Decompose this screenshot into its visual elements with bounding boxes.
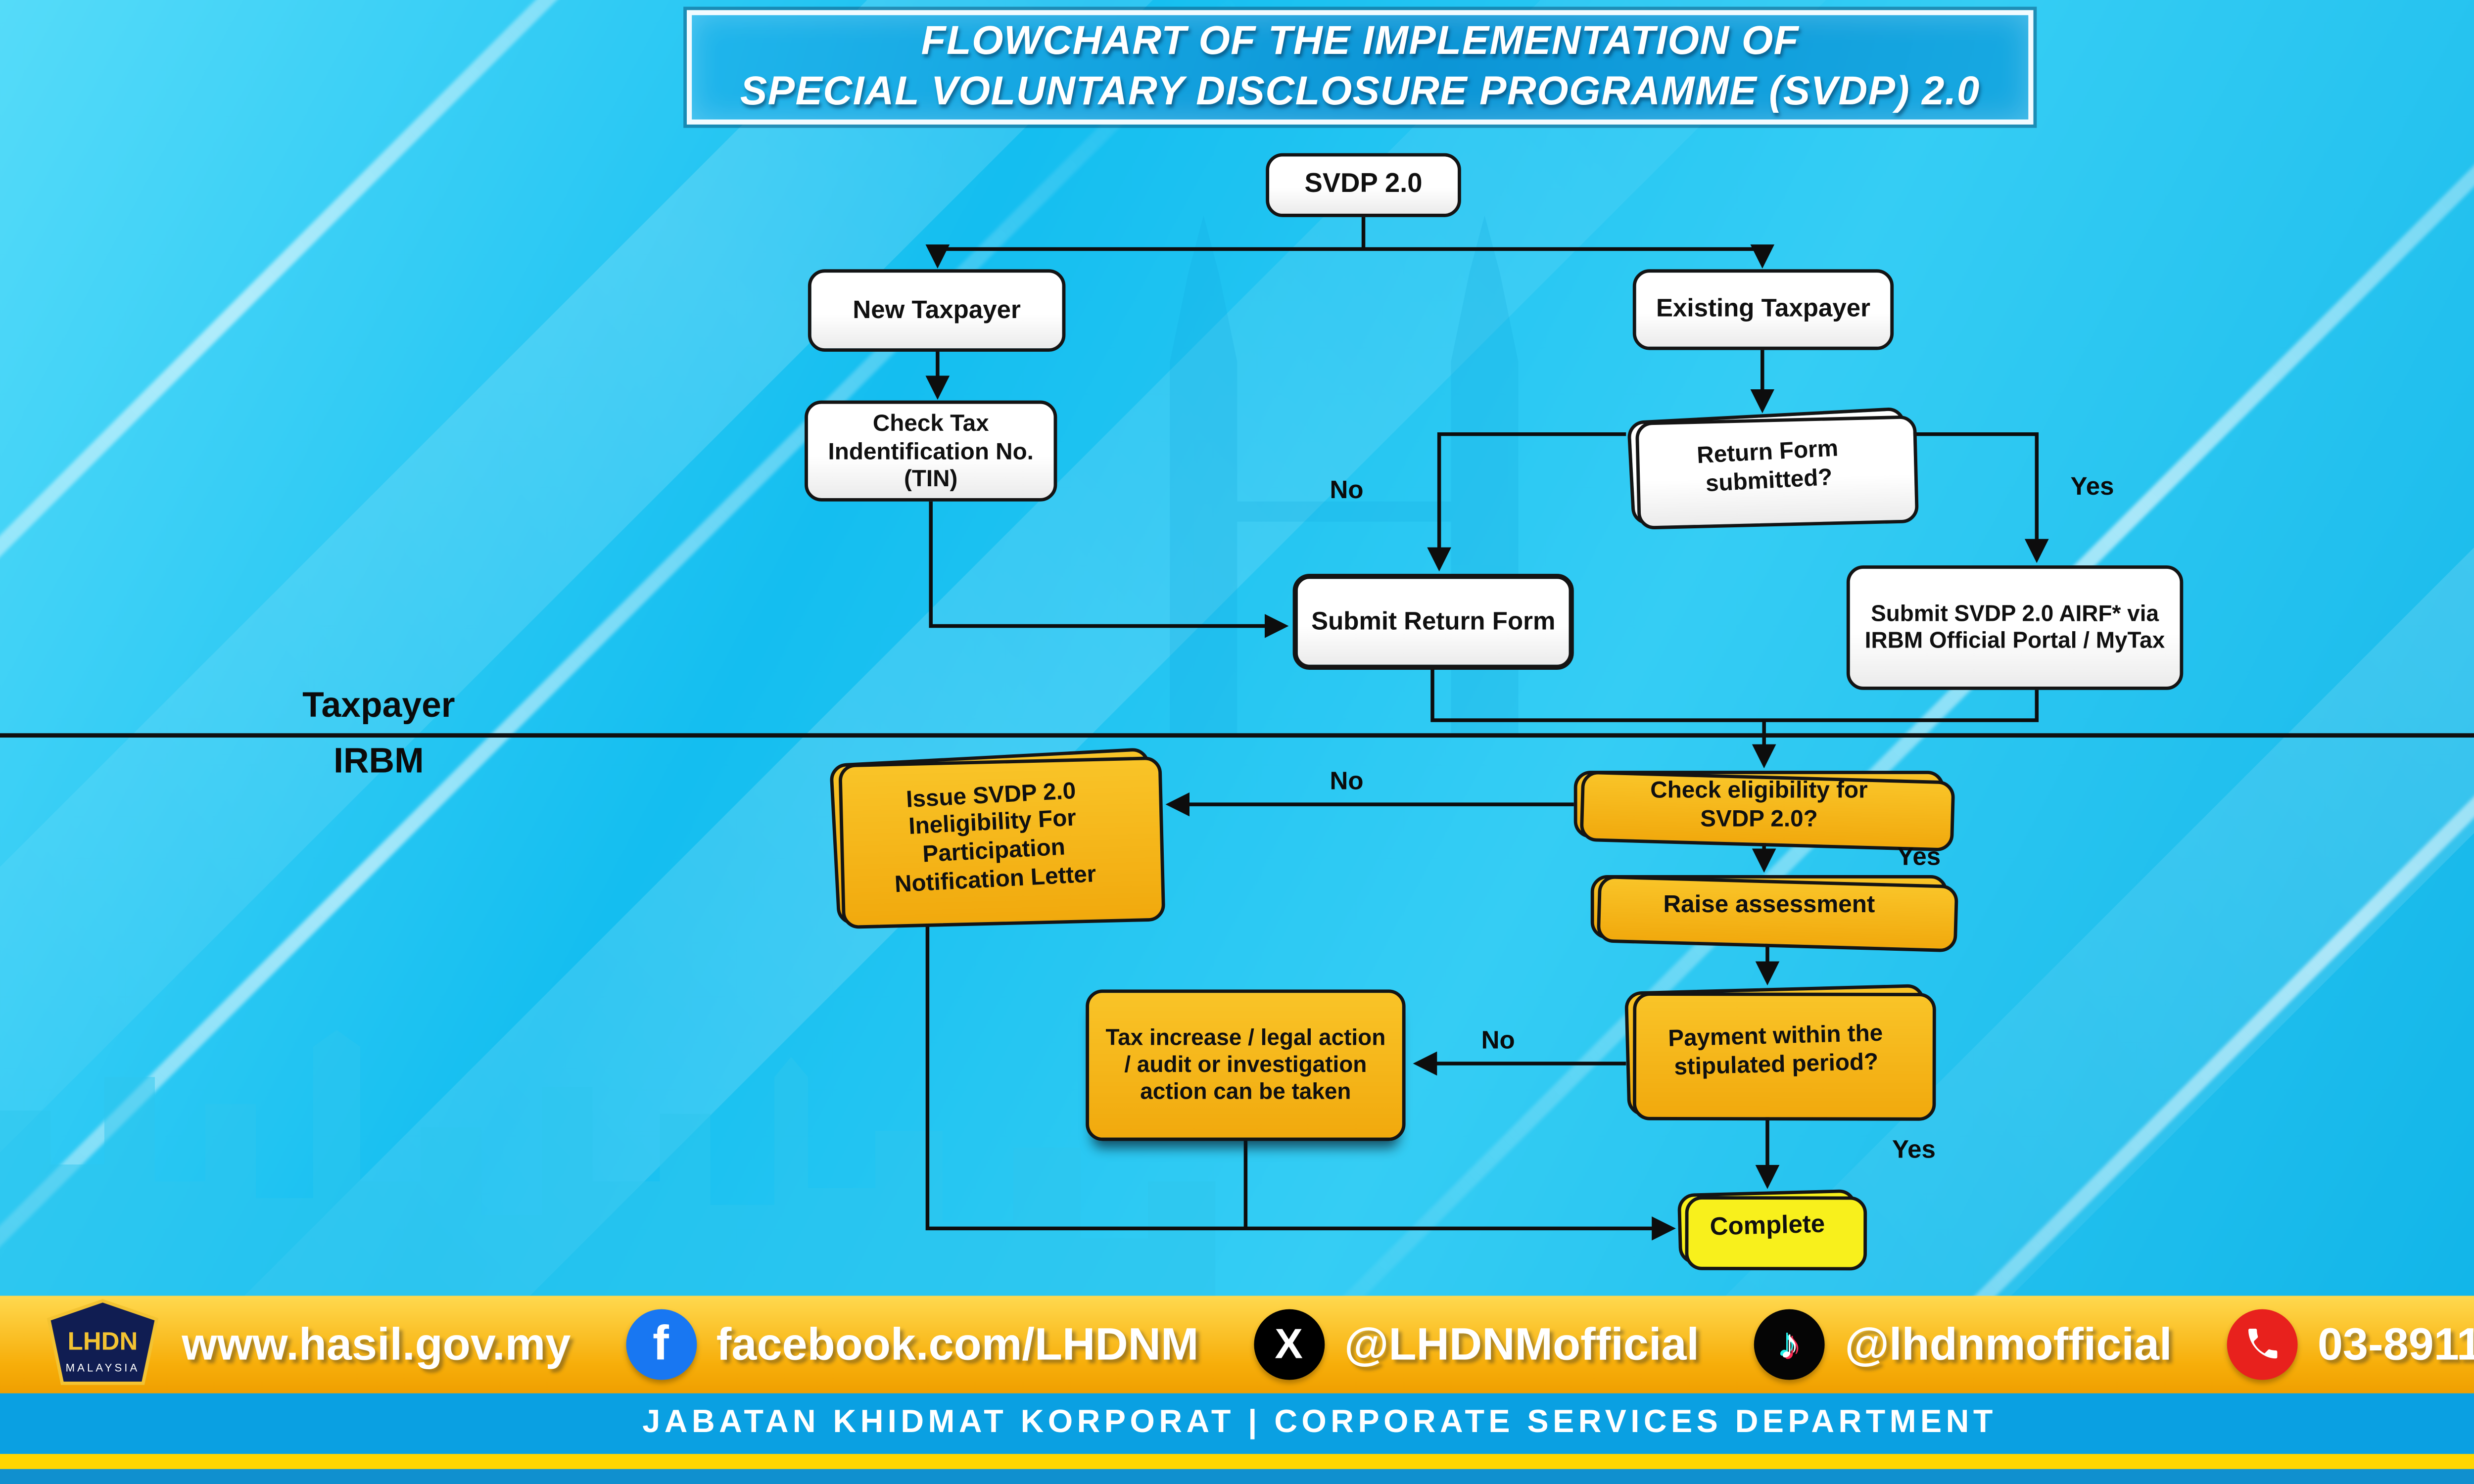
node-existing-taxpayer-label: Existing Taxpayer <box>1656 294 1870 324</box>
tiktok-icon-glyph: ♪ <box>1778 1320 1800 1368</box>
bottom-strip-yellow <box>0 1454 2474 1469</box>
footer-x: X @LHDNMofficial <box>1253 1309 1699 1380</box>
node-issue-ineligibility-letter: Issue SVDP 2.0 Ineligibility For Partici… <box>829 747 1157 926</box>
x-icon: X <box>1253 1309 1325 1380</box>
footer-brand: LHDN MALAYSIA www.hasil.gov.my <box>44 1298 571 1392</box>
bottom-strip-blue <box>0 1469 2474 1484</box>
lhdn-logo-subtext: MALAYSIA <box>66 1362 140 1374</box>
x-icon-glyph: X <box>1275 1320 1303 1368</box>
edge-label-return-no: No <box>1330 476 1364 505</box>
lane-label-taxpayer: Taxpayer <box>302 686 455 726</box>
footer-tiktok: ♪ @lhdnmofficial <box>1754 1309 2172 1380</box>
node-complete: Complete <box>1677 1189 1858 1265</box>
facebook-icon: f <box>625 1309 696 1380</box>
edge-label-payment-no: No <box>1481 1026 1515 1055</box>
facebook-handle: facebook.com/LHDNM <box>716 1318 1199 1369</box>
node-svdp-label: SVDP 2.0 <box>1304 169 1423 198</box>
x-handle: @LHDNMofficial <box>1344 1318 1700 1369</box>
contact-footer: LHDN MALAYSIA www.hasil.gov.my f faceboo… <box>0 1296 2474 1393</box>
department-text: JABATAN KHIDMAT KORPORAT | CORPORATE SER… <box>642 1405 1997 1441</box>
node-new-taxpayer: New Taxpayer <box>808 269 1066 352</box>
node-tax-increase-action: Tax increase / legal action / audit or i… <box>1086 989 1406 1141</box>
node-return-form-submitted-label: Return Form submitted? <box>1696 434 1839 497</box>
tiktok-handle: @lhdnmofficial <box>1845 1318 2172 1369</box>
node-raise-assessment-label: Raise assessment <box>1663 892 1875 920</box>
node-check-eligibility: Check eligibility for SVDP 2.0? <box>1573 771 1945 838</box>
node-return-form-submitted: Return Form submitted? <box>1626 407 1910 526</box>
footer-phone: 03-8911 1000 <box>2227 1309 2474 1380</box>
node-submit-return-form: Submit Return Form <box>1292 574 1574 670</box>
node-complete-label: Complete <box>1709 1210 1825 1242</box>
facebook-icon-glyph: f <box>653 1316 669 1371</box>
footer-facebook: f facebook.com/LHDNM <box>625 1309 1199 1380</box>
edge-label-payment-yes: Yes <box>1892 1136 1936 1165</box>
tiktok-icon: ♪ <box>1754 1309 1825 1380</box>
node-check-tin: Check Tax Indentification No. (TIN) <box>805 400 1057 502</box>
node-submit-airf: Submit SVDP 2.0 AIRF* via IRBM Official … <box>1846 565 2184 690</box>
node-submit-airf-label: Submit SVDP 2.0 AIRF* via IRBM Official … <box>1864 601 2165 653</box>
phone-icon <box>2227 1309 2298 1380</box>
phone-number: 03-8911 1000 <box>2317 1318 2474 1369</box>
node-raise-assessment: Raise assessment <box>1590 875 1948 939</box>
node-check-eligibility-label: Check eligibility for SVDP 2.0? <box>1650 776 1868 832</box>
title-line-1: FLOWCHART OF THE IMPLEMENTATION OF <box>921 18 1799 64</box>
lhdn-logo-icon: LHDN MALAYSIA <box>47 1299 159 1385</box>
node-payment-within-period: Payment within the stipulated period? <box>1624 984 1927 1116</box>
title-box: FLOWCHART OF THE IMPLEMENTATION OF SPECI… <box>686 10 2034 125</box>
node-submit-return-form-label: Submit Return Form <box>1311 606 1556 636</box>
node-svdp: SVDP 2.0 <box>1266 153 1461 217</box>
edge-label-return-yes: Yes <box>2070 472 2114 502</box>
node-payment-within-period-label: Payment within the stipulated period? <box>1667 1019 1883 1080</box>
phone-icon-glyph <box>2248 1328 2277 1359</box>
lhdn-logo-text: LHDN <box>68 1327 138 1355</box>
node-existing-taxpayer: Existing Taxpayer <box>1632 269 1894 350</box>
node-new-taxpayer-label: New Taxpayer <box>853 295 1021 325</box>
website-text: www.hasil.gov.my <box>182 1318 571 1369</box>
node-check-tin-label: Check Tax Indentification No. (TIN) <box>828 409 1034 492</box>
edge-label-eligibility-no: No <box>1330 767 1364 796</box>
title-line-2: SPECIAL VOLUNTARY DISCLOSURE PROGRAMME (… <box>740 69 1980 115</box>
edge-label-eligibility-yes: Yes <box>1897 843 1941 872</box>
department-bar: JABATAN KHIDMAT KORPORAT | CORPORATE SER… <box>0 1393 2474 1454</box>
lane-label-irbm: IRBM <box>333 742 424 781</box>
node-tax-increase-action-label: Tax increase / legal action / audit or i… <box>1105 1025 1386 1104</box>
node-issue-ineligibility-letter-label: Issue SVDP 2.0 Ineligibility For Partici… <box>894 776 1097 896</box>
